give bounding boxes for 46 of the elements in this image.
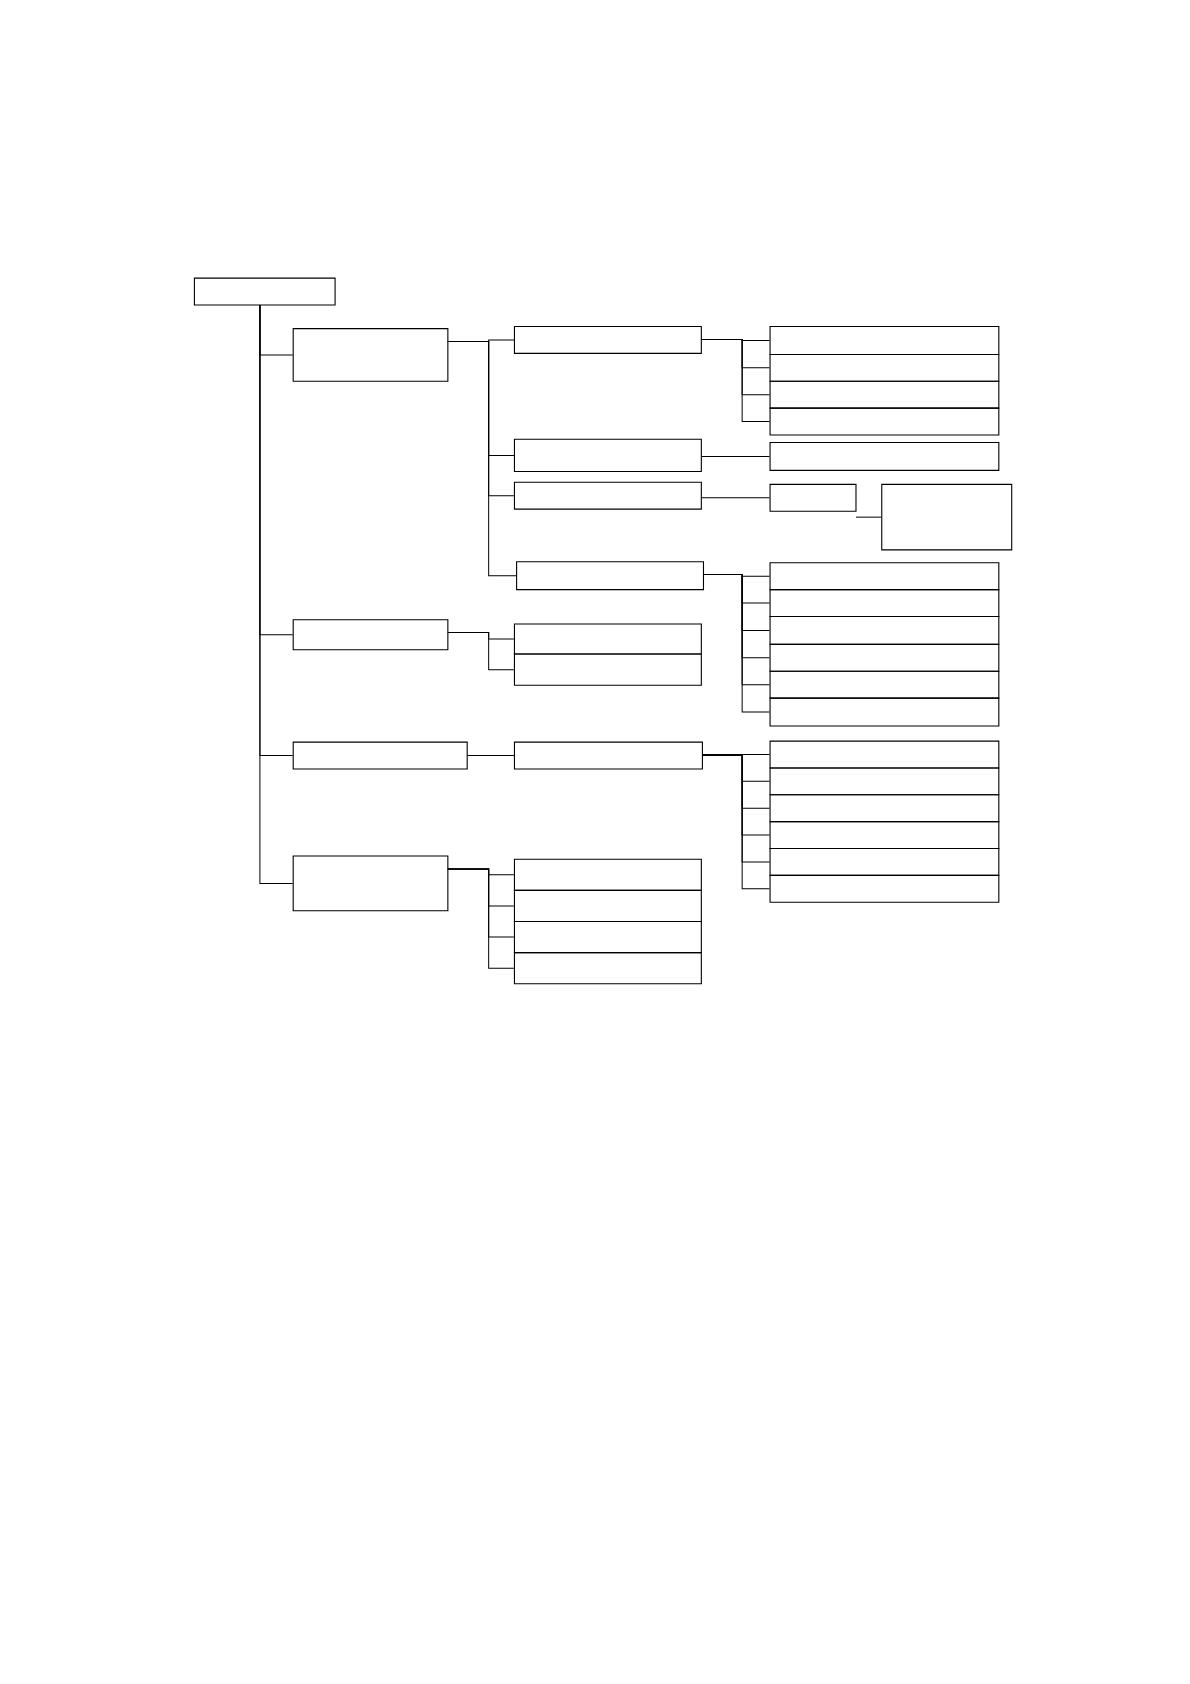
box: [769, 643, 1000, 672]
connector-line: [702, 574, 770, 713]
box: [513, 653, 702, 686]
connector-line: [855, 516, 882, 518]
box: [513, 889, 702, 923]
box: [769, 821, 1000, 850]
box: [769, 353, 1000, 382]
connector-line: [447, 632, 515, 671]
box: [513, 952, 702, 985]
box: [292, 741, 468, 770]
box: [769, 874, 1000, 903]
box: [881, 483, 1013, 551]
box: [769, 380, 1000, 409]
connector-line: [700, 338, 770, 423]
box: [769, 483, 857, 512]
box: [769, 670, 1000, 699]
box: [513, 920, 702, 954]
box: [769, 767, 1000, 796]
box: [193, 277, 336, 306]
box: [292, 328, 449, 382]
box: [513, 438, 702, 473]
box: [769, 407, 1000, 436]
connector-line: [447, 341, 517, 577]
box: [769, 589, 1000, 618]
box: [769, 441, 1000, 471]
box: [292, 855, 449, 912]
connector-line: [447, 868, 515, 969]
box: [513, 481, 702, 510]
connector-line: [700, 497, 770, 499]
box: [769, 562, 1000, 591]
box: [769, 325, 1000, 355]
box: [769, 847, 1000, 876]
connector-line: [259, 304, 294, 884]
box: [769, 697, 1000, 727]
box: [513, 325, 702, 354]
box: [516, 561, 705, 591]
connector-line: [466, 755, 515, 757]
box: [513, 741, 703, 770]
box: [769, 740, 1000, 769]
box: [769, 615, 1000, 645]
box: [513, 858, 702, 891]
box: [513, 623, 702, 655]
connector-line: [701, 754, 770, 890]
box: [292, 619, 449, 651]
connector-line: [700, 455, 770, 457]
box: [769, 794, 1000, 823]
